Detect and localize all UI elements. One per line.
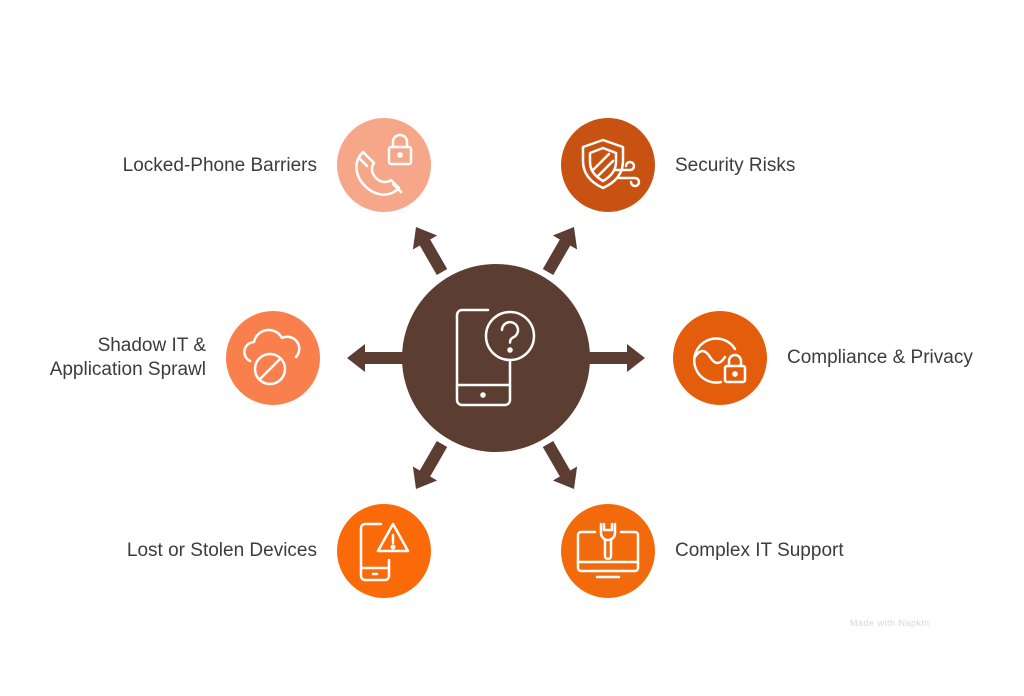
label-line: Locked-Phone Barriers xyxy=(122,155,317,176)
arrow-right xyxy=(588,344,645,372)
label-lost-devices: Lost or Stolen Devices xyxy=(100,539,317,563)
phone-warning-icon xyxy=(359,522,410,582)
node-security xyxy=(561,118,655,212)
node-shadow-it xyxy=(226,311,320,405)
label-security: Security Risks xyxy=(675,154,795,178)
arrow-down-left xyxy=(412,441,448,490)
node-compliance xyxy=(673,311,767,405)
label-line: Complex IT Support xyxy=(675,540,844,561)
label-line: Compliance & Privacy xyxy=(787,347,973,368)
phone-lock-icon xyxy=(355,133,413,196)
monitor-wrench-icon xyxy=(576,522,640,579)
label-line: Security Risks xyxy=(675,155,796,176)
watermark: Made with Napkin xyxy=(850,618,930,628)
node-complex-it xyxy=(561,504,655,598)
shield-wind-icon xyxy=(581,138,641,190)
label-line: Lost or Stolen Devices xyxy=(126,540,317,561)
label-line: Shadow IT & xyxy=(97,335,206,356)
cloud-blocked-icon xyxy=(243,328,301,386)
label-locked-phone: Locked-Phone Barriers xyxy=(100,154,317,178)
arrow-up-right xyxy=(542,226,578,275)
privacy-lock-icon xyxy=(693,337,747,384)
label-compliance: Compliance & Privacy xyxy=(787,346,973,370)
label-shadow-it: Shadow IT & Application Sprawl xyxy=(30,334,206,382)
arrow-down-right xyxy=(542,441,578,490)
central-hub xyxy=(402,264,590,452)
label-complex-it: Complex IT Support xyxy=(675,539,844,563)
node-locked-phone xyxy=(337,118,431,212)
phone-question-icon xyxy=(455,308,536,407)
arrow-left xyxy=(347,344,404,372)
arrow-up-left xyxy=(412,226,448,275)
node-lost-devices xyxy=(337,504,431,598)
label-line: Application Sprawl xyxy=(49,359,206,380)
